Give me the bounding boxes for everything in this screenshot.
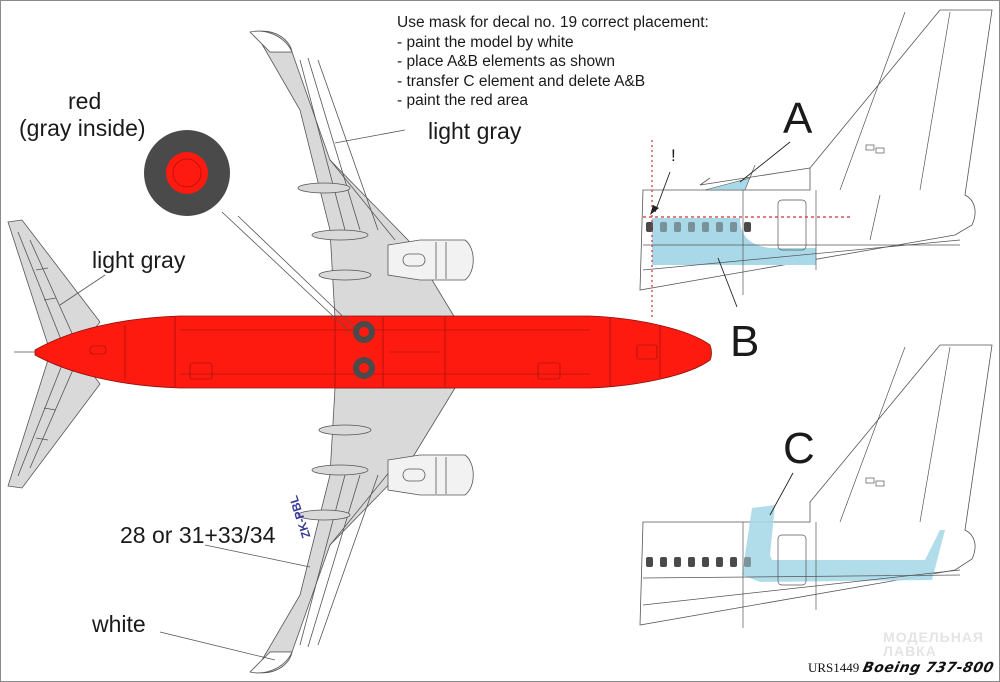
leader-lines [59,129,406,661]
instruction-step: - transfer C element and delete A&B [397,72,646,90]
tail-detail-ab [639,9,993,318]
engine-color-sample [144,130,230,216]
watermark-line2: ЛАВКА [883,643,937,659]
instruction-step: - place A&B elements as shown [397,53,615,70]
watermark-line1: МОДЕЛЬНАЯ [883,629,984,645]
instructions-heading: Use mask for decal no. 19 correct placem… [397,14,709,31]
wing-color-label: light gray [428,118,522,144]
instruction-step: - paint the model by white [397,33,574,51]
footer: URS1449 Boeing 737-800 [808,660,996,676]
cabin-windows-ab [646,222,751,232]
cabin-windows-c [646,557,751,567]
engine-intake-markings [353,321,375,379]
fuselage-red-area [34,315,712,389]
mask-label-c: C [783,424,815,473]
horizontal-stabilizer [7,219,101,489]
flap-fairings [297,182,372,521]
instruction-step: - paint the red area [397,92,528,109]
engine-color-label: red [68,88,102,114]
winglet-tips [249,30,293,674]
mask-element-c [742,505,945,582]
decal-numbers-label: 28 or 31+33/34 [120,522,276,548]
watermark: МОДЕЛЬНАЯ ЛАВКА [883,630,984,658]
tail-detail-c [639,344,993,628]
engine-color-label-sub: (gray inside) [19,115,146,141]
lower-engine-nacelle [387,454,474,496]
mask-label-b: B [730,317,760,366]
product-code: URS1449 [808,660,860,675]
mask-element-a [704,164,756,191]
instructions-block: Use mask for decal no. 19 correct placem… [397,13,709,111]
stabilizer-color-label: light gray [92,247,186,273]
arrow-icon [650,205,659,215]
mask-label-a: A [783,94,813,143]
winglet-color-label: white [92,611,146,637]
model-name: Boeing 737-800 [861,660,996,676]
attention-mark: ! [671,146,676,165]
upper-engine-nacelle [387,239,474,281]
